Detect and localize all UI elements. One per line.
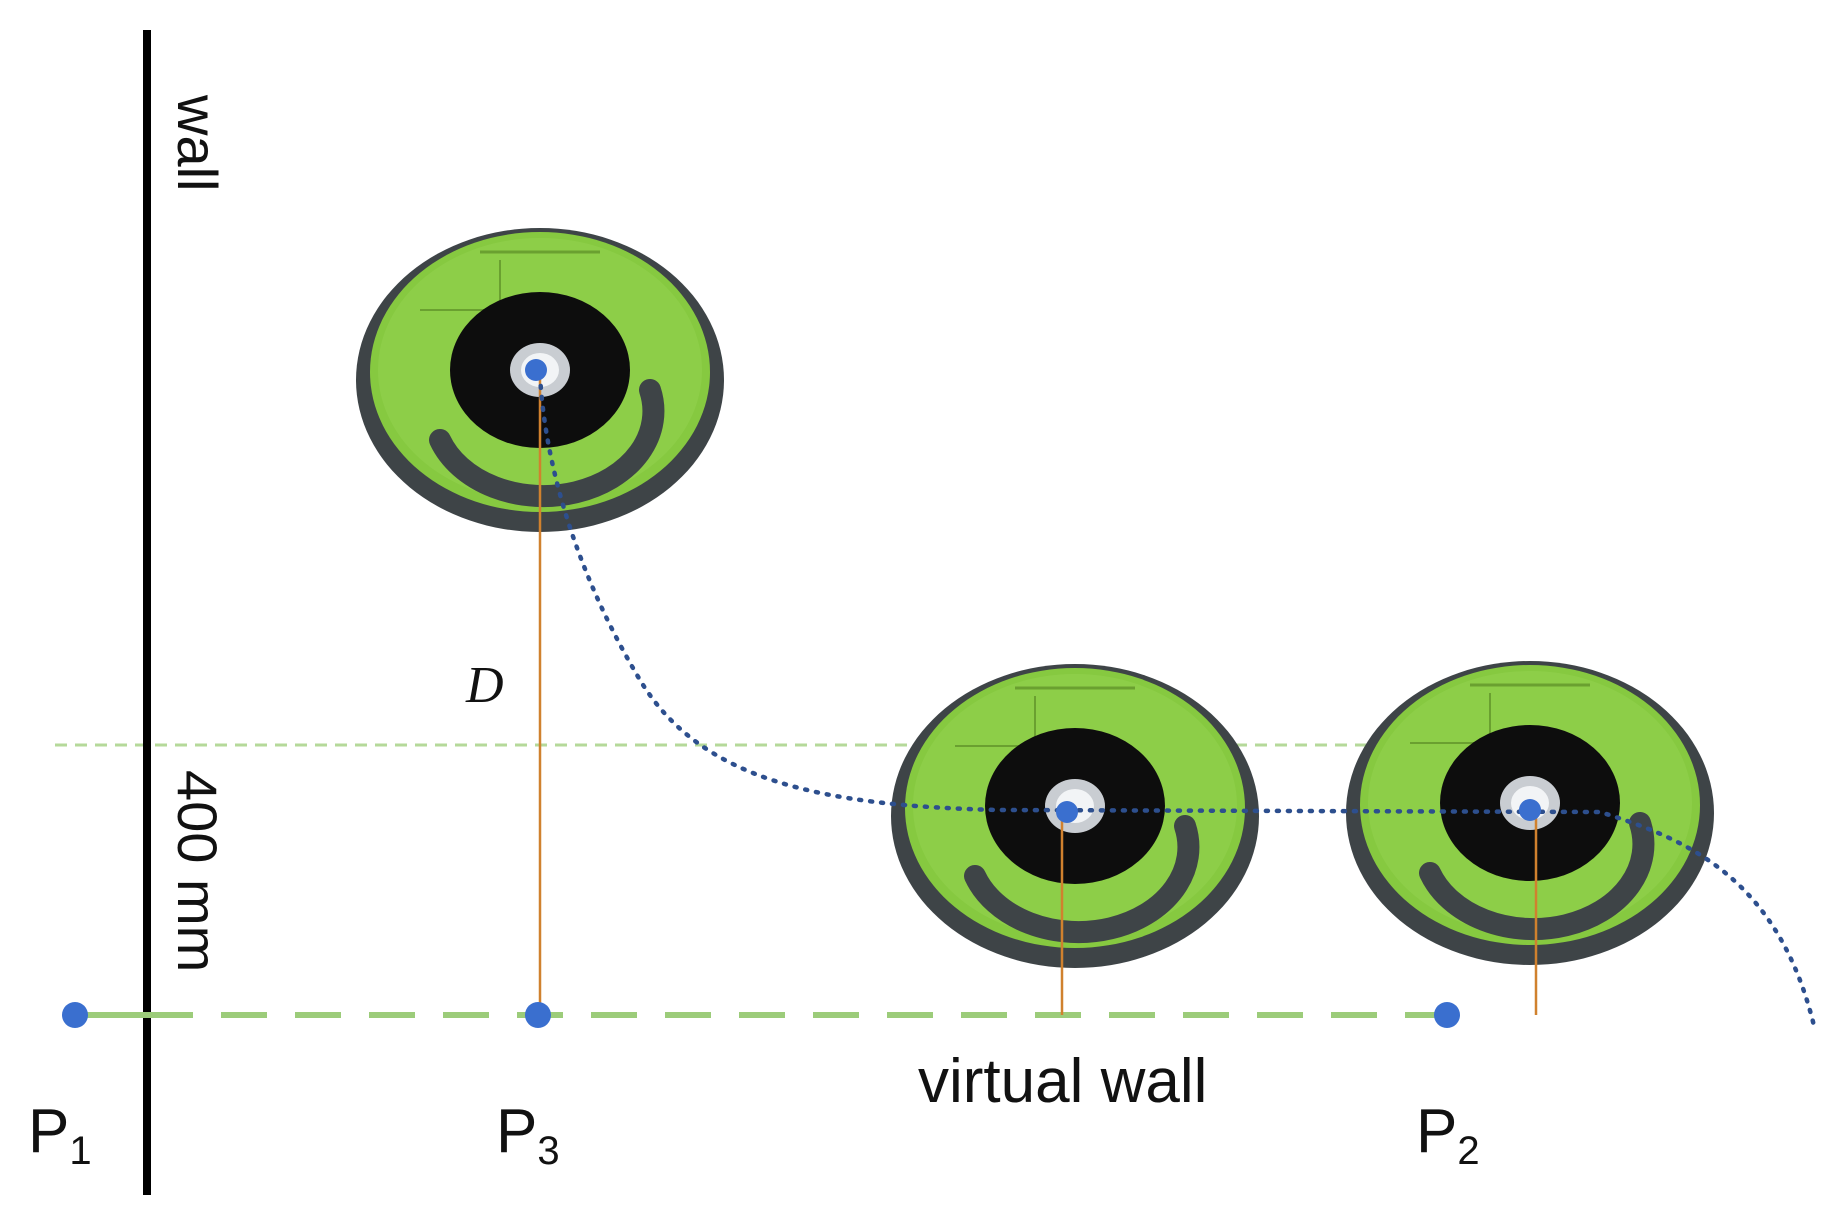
wall-label: wall — [166, 94, 229, 191]
point-p1 — [62, 1002, 88, 1028]
robot-path — [537, 372, 1818, 1033]
p1-subscript: 1 — [69, 1129, 91, 1173]
p3-subscript: 3 — [537, 1129, 559, 1173]
p1-label: P1 — [28, 1097, 92, 1173]
p3-label: P3 — [496, 1097, 560, 1173]
d-symbol-label: D — [465, 657, 504, 714]
point-p3 — [525, 1002, 551, 1028]
p2-label: P2 — [1416, 1097, 1480, 1173]
robot-center-point — [1056, 801, 1078, 823]
p3-letter: P — [496, 1097, 537, 1166]
p2-letter: P — [1416, 1097, 1457, 1166]
p2-subscript: 2 — [1457, 1129, 1479, 1173]
robot-center-point — [1519, 799, 1541, 821]
virtual-wall-label: virtual wall — [918, 1047, 1207, 1116]
distance-label: 400 mm — [166, 770, 229, 972]
p1-letter: P — [28, 1097, 69, 1166]
point-p2 — [1434, 1002, 1460, 1028]
robot-center-point — [525, 359, 547, 381]
